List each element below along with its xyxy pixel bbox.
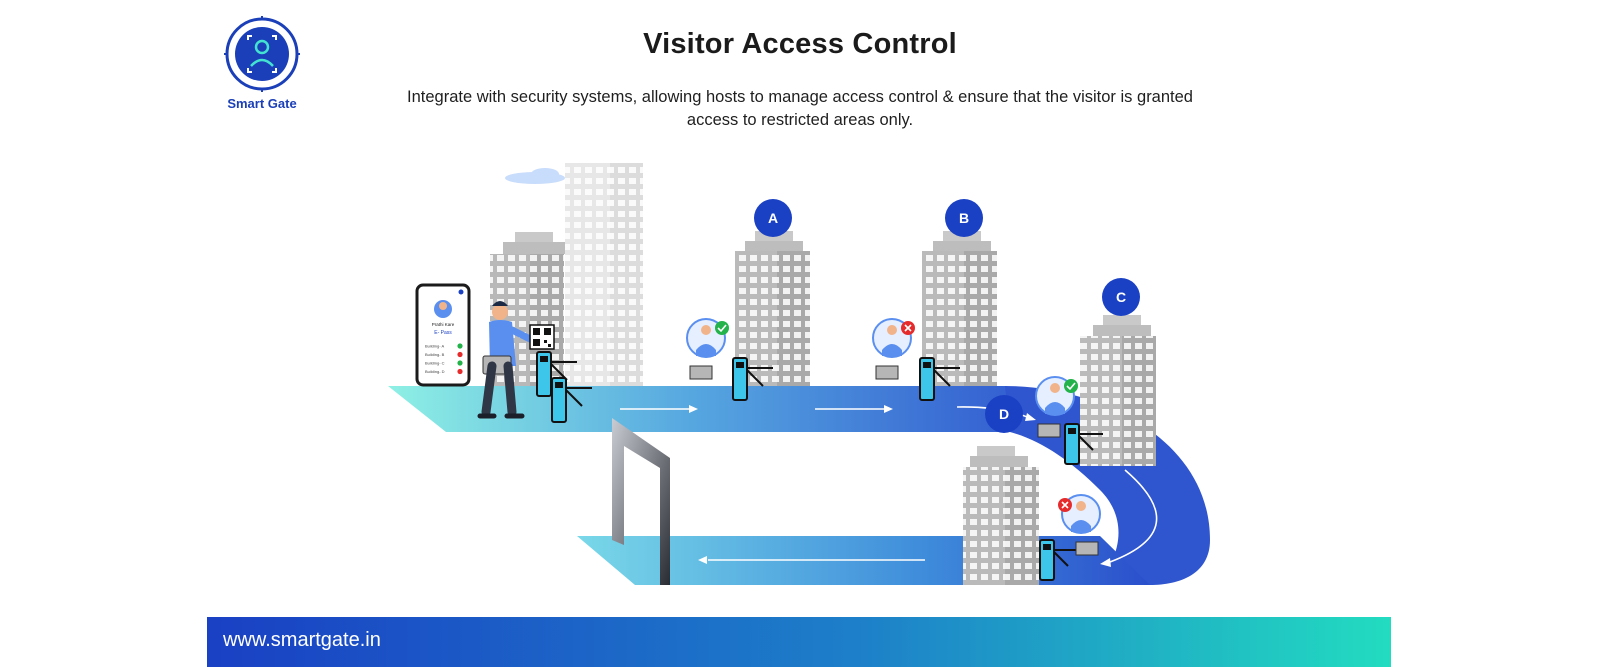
checkpoint-label-c: C <box>1116 289 1126 305</box>
checkpoint-label-b: B <box>959 210 969 226</box>
phone-visitor-name: Prathi Kare <box>432 322 455 327</box>
building-tall <box>565 163 643 386</box>
website-link[interactable]: www.smartgate.in <box>223 629 381 651</box>
checkpoint-marker-a: A <box>754 199 792 237</box>
building-d <box>963 446 1039 585</box>
phone-access-list: Building- A Building- B Building- C Buildin… <box>425 343 463 375</box>
brand-name: Smart Gate <box>227 96 297 111</box>
granted-icon <box>457 360 463 366</box>
denied-icon <box>457 368 463 375</box>
page-title: Visitor Access Control <box>643 28 957 60</box>
turnstile-a <box>732 357 773 401</box>
flow-arrows <box>620 405 1158 567</box>
turnstile-c <box>1064 423 1103 465</box>
page-subtitle: Integrate with security systems, allowin… <box>407 88 1193 129</box>
visitor-a <box>686 318 729 380</box>
exit-gate <box>612 418 670 585</box>
visitor-b <box>872 318 915 380</box>
building-c <box>1080 315 1156 466</box>
e-pass-phone: Prathi Kare E- Pass Building- ABuilding-… <box>415 283 471 387</box>
checkpoint-marker-d: D <box>985 395 1023 433</box>
brand-logo[interactable]: Smart Gate <box>222 14 302 111</box>
turnstile-entry-2 <box>551 377 592 423</box>
access-flow-diagram: Prathi Kare E- Pass Building- ABuilding-… <box>388 163 1210 585</box>
phone-row-label: Building- C <box>425 361 445 366</box>
phone-row-label: Building- D <box>425 369 445 374</box>
phone-pass-label: E- Pass <box>434 330 452 336</box>
granted-icon <box>457 343 463 349</box>
visitor-c <box>1035 376 1078 438</box>
visitor-d <box>1058 494 1101 556</box>
footer-bar: www.smartgate.in <box>207 617 1391 667</box>
smart-gate-logo-icon <box>224 16 300 92</box>
checkpoint-label-a: A <box>768 210 778 226</box>
denied-icon <box>457 351 463 358</box>
turnstile-b <box>919 357 960 401</box>
checkpoint-marker-c: C <box>1102 278 1140 316</box>
visitor-figure <box>477 301 555 419</box>
checkpoint-label-d: D <box>999 406 1009 422</box>
phone-row-label: Building- A <box>425 344 444 349</box>
cloud <box>505 168 565 184</box>
turnstile-d <box>1039 539 1078 581</box>
checkpoint-marker-b: B <box>945 199 983 237</box>
phone-row-label: Building- B <box>425 352 445 357</box>
